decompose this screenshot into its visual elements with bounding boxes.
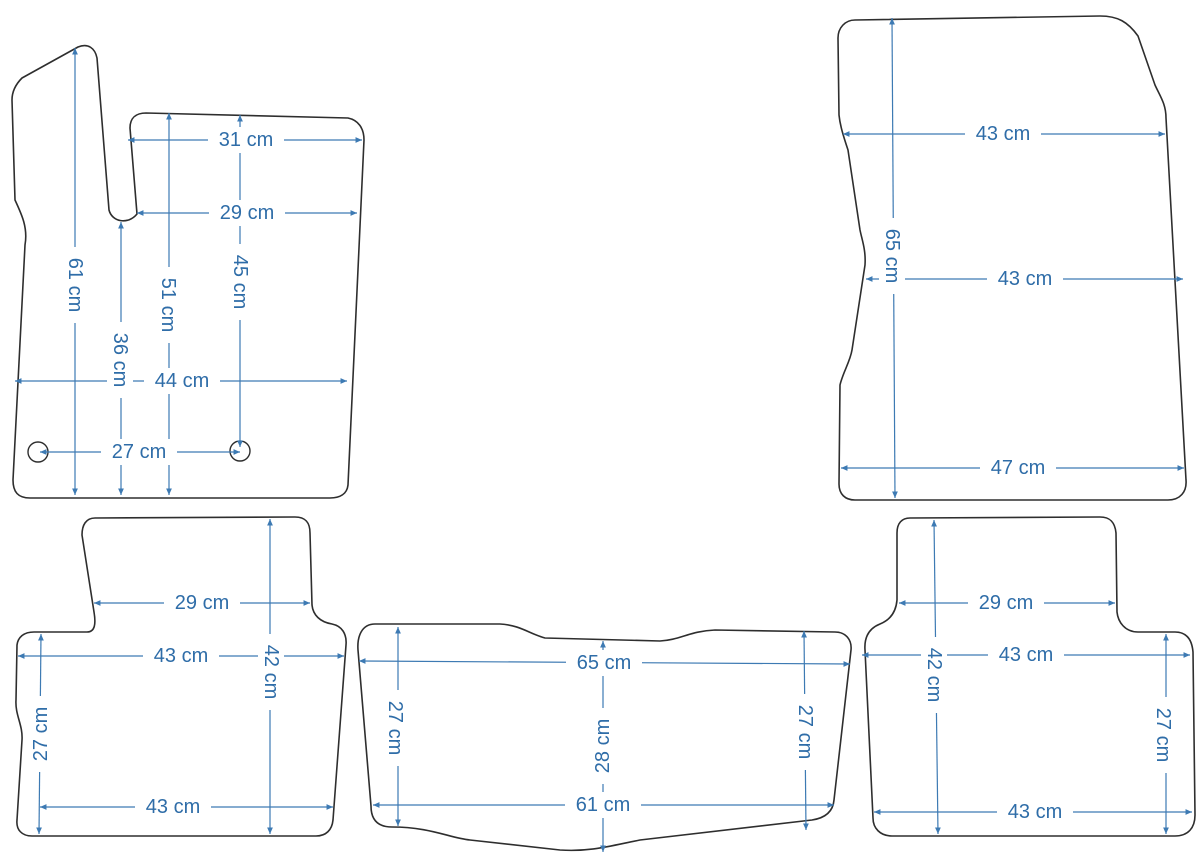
fl-overall-width-label: 44 cm [155, 370, 209, 392]
rm-left-height-label: 27 cm [384, 701, 406, 755]
rl-height-label: 42 cm [260, 645, 282, 699]
front-right-mat-outline [837, 15, 1187, 501]
rr-lower-height-label: 27 cm [1152, 708, 1174, 762]
dimension-labels: 31 cm 29 cm 61 cm 36 cm 51 cm 45 cm 44 c… [28, 121, 1176, 825]
fl-overall-height-label: 61 cm [64, 258, 86, 312]
rl-top-width-label: 29 cm [175, 592, 229, 614]
fr-top-width-label: 43 cm [976, 123, 1030, 145]
fl-hole-height-label: 45 cm [229, 255, 251, 309]
fl-inner-height-label: 36 cm [109, 333, 131, 387]
rear-middle-mat-outline [357, 623, 852, 852]
fl-mid-width-label: 29 cm [220, 202, 274, 224]
rl-lower-height-label: 27 cm [30, 707, 52, 761]
fl-hole-spacing-label: 27 cm [112, 441, 166, 463]
fr-bottom-width-label: 47 cm [991, 457, 1045, 479]
rm-bottom-width-label: 61 cm [576, 794, 630, 816]
rm-top-width-label: 65 cm [577, 652, 631, 674]
rm-center-height-label: 28 cm [592, 719, 614, 773]
fr-height-label: 65 cm [881, 229, 903, 283]
rear-right-mat-outline [864, 516, 1196, 837]
rm-right-height-label: 27 cm [794, 705, 816, 759]
rear-left-mat [15, 516, 347, 837]
rr-top-width-label: 29 cm [979, 592, 1033, 614]
rear-right-mat [862, 516, 1196, 837]
rr-bottom-width-label: 43 cm [1008, 801, 1062, 823]
rl-bottom-width-label: 43 cm [146, 796, 200, 818]
front-left-mat-outline [11, 44, 365, 499]
fl-body-height-label: 51 cm [157, 278, 179, 332]
fl-top-width-label: 31 cm [219, 129, 273, 151]
rear-left-mat-outline [15, 516, 347, 837]
rr-height-label: 42 cm [923, 648, 945, 702]
fr-mid-width-label: 43 cm [998, 268, 1052, 290]
rr-mid-width-label: 43 cm [999, 644, 1053, 666]
rl-mid-width-label: 43 cm [154, 645, 208, 667]
